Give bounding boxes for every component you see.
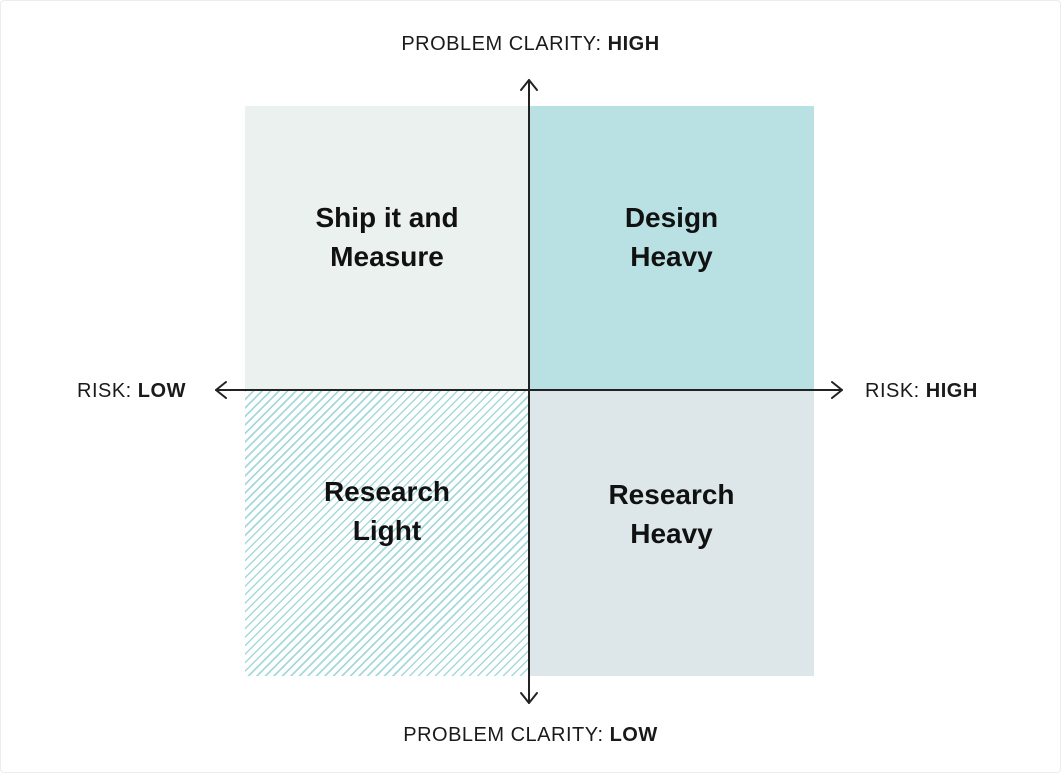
axis-label-prefix: RISK: <box>77 380 138 402</box>
axis-label-value: LOW <box>609 724 658 746</box>
quadrant-label: Design Heavy <box>624 202 719 272</box>
quadrant-design-heavy: Design Heavy <box>529 106 814 390</box>
axis-label-value: LOW <box>137 380 186 402</box>
axis-label-problem-clarity-low: PROBLEM CLARITY: LOW <box>0 724 1061 747</box>
quadrant-research-heavy: Research Heavy <box>529 390 814 676</box>
quadrant-label: Ship it and Measure <box>315 202 459 272</box>
quadrant-research-light: Research Light <box>245 390 529 676</box>
axis-label-prefix: PROBLEM CLARITY: <box>401 33 608 55</box>
axis-label-prefix: RISK: <box>865 380 926 402</box>
quadrant-label: Research Heavy <box>608 479 735 549</box>
axis-label-prefix: PROBLEM CLARITY: <box>403 724 610 746</box>
axis-label-risk-low: RISK: LOW <box>77 380 186 403</box>
axis-label-problem-clarity-high: PROBLEM CLARITY: HIGH <box>0 33 1061 56</box>
axis-label-value: HIGH <box>925 380 978 402</box>
axis-label-value: HIGH <box>607 33 660 55</box>
quadrant-label: Research Light <box>323 476 451 546</box>
axis-label-risk-high: RISK: HIGH <box>865 380 978 403</box>
quadrant-ship-it-and-measure: Ship it and Measure <box>245 106 529 390</box>
